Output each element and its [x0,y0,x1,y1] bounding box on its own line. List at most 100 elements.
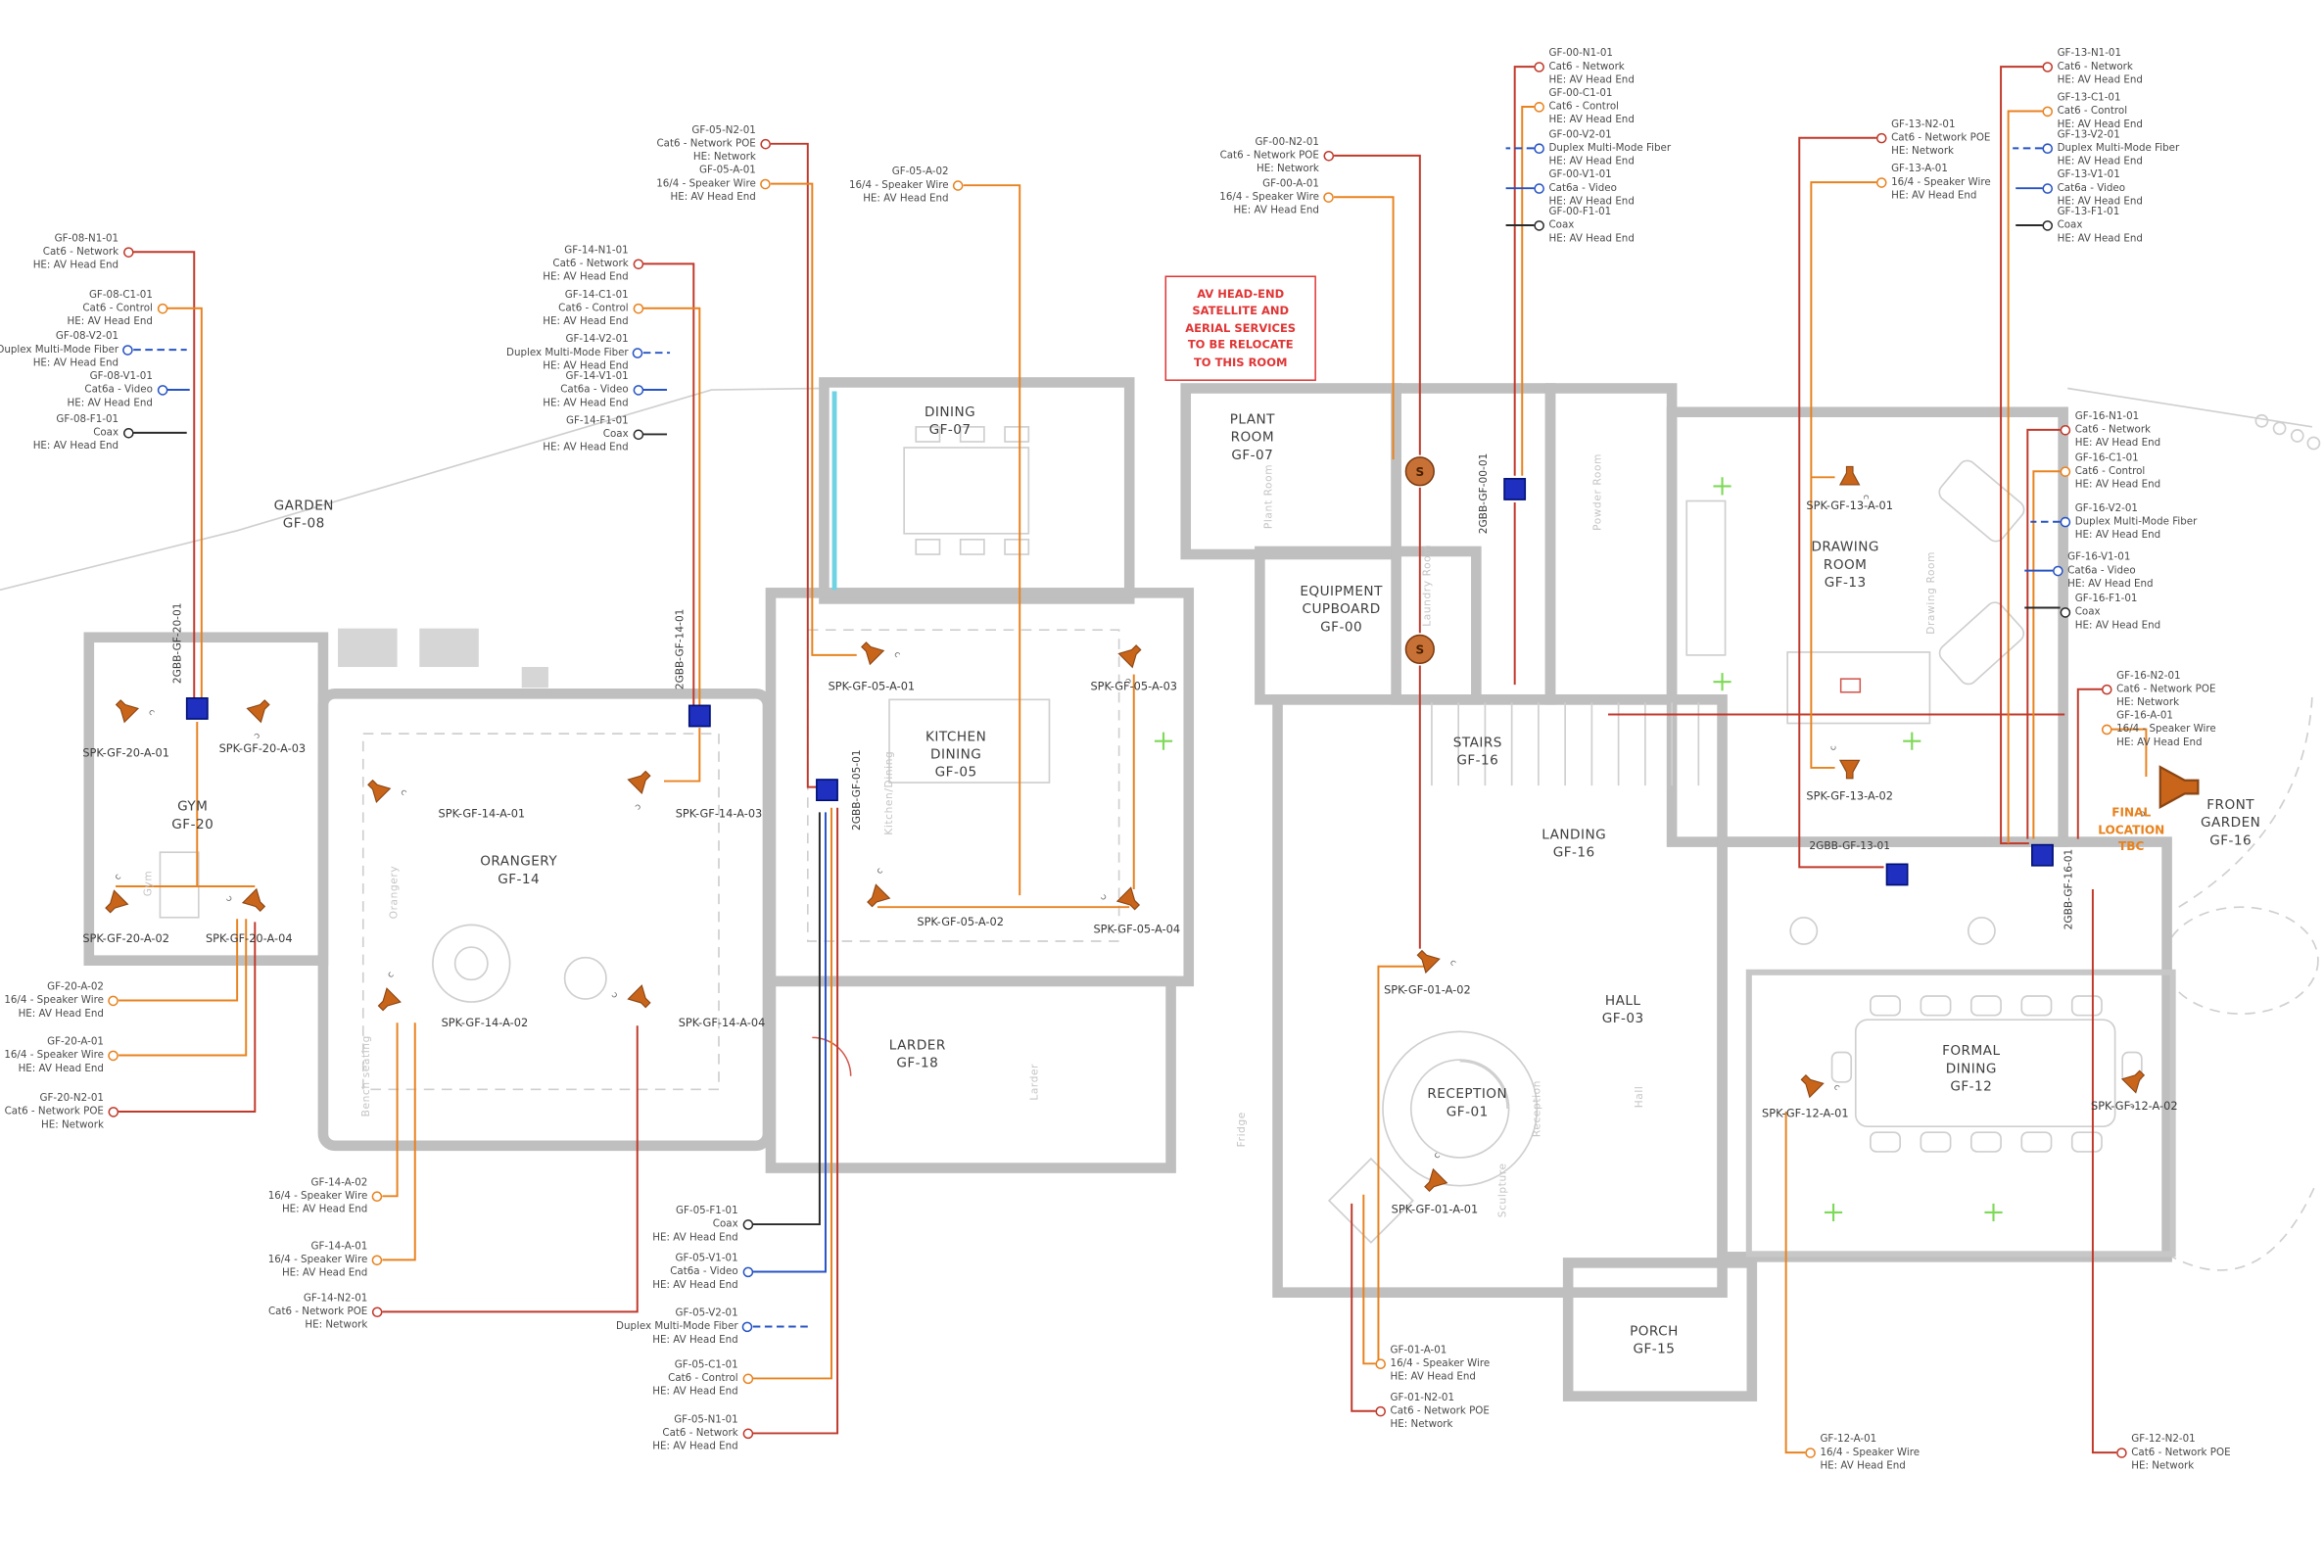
speaker-label: SPK-GF-13-A-01 [1806,499,1894,512]
satellite-node[interactable]: S [1404,456,1435,487]
cable-terminal-dot[interactable] [742,1321,753,1332]
cable-terminal-dot[interactable] [2053,565,2063,576]
speaker-icon[interactable]: c [2140,765,2201,819]
speaker-icon[interactable]: c [224,886,270,917]
cable-callout-line: GF-14-N1-01 [564,244,629,257]
cable-terminal-dot[interactable] [760,178,771,189]
cable-callout-line: GF-12-A-01 [1820,1433,1877,1446]
speaker-icon[interactable]: c [1828,745,1861,780]
speaker-icon[interactable]: c [373,970,403,1016]
cable-terminal-dot[interactable] [633,429,643,440]
speaker-icon[interactable]: c [1419,1151,1449,1197]
speaker-channel-marker: c [113,872,124,883]
cable-terminal-dot[interactable] [1323,191,1335,203]
cable-callout-line: GF-13-N2-01 [1891,118,1956,130]
cable-terminal-dot[interactable] [2060,465,2071,477]
cable-terminal-dot[interactable] [2042,143,2054,154]
cable-terminal-dot[interactable] [953,179,964,191]
cable-terminal-dot[interactable] [2042,61,2054,72]
speaker-icon[interactable]: c [1838,465,1872,499]
cable-terminal-dot[interactable] [108,1106,119,1117]
cable-terminal-dot[interactable] [108,995,119,1006]
cable-terminal-dot[interactable] [760,138,771,150]
cable-terminal-dot[interactable] [633,303,643,314]
cable-terminal-dot[interactable] [122,344,134,356]
cable-terminal-dot[interactable] [1534,182,1544,194]
speaker-label: SPK-GF-14-A-04 [678,1016,766,1030]
cable-terminal-dot[interactable] [1323,150,1335,162]
cable-terminal-dot[interactable] [157,303,168,314]
cable-terminal-dot[interactable] [742,1266,753,1277]
network-panel[interactable] [185,697,209,720]
cable-terminal-dot[interactable] [1534,61,1544,72]
cable-terminal-dot[interactable] [742,1373,753,1384]
cable-terminal-dot[interactable] [742,1218,753,1230]
cable-terminal-dot[interactable] [633,347,643,358]
cable-terminal-dot[interactable] [122,246,134,258]
speaker-icon[interactable]: c [111,694,157,725]
cable-terminal-dot[interactable] [2116,1447,2127,1458]
cable-terminal-dot[interactable] [633,384,643,396]
speaker-channel-marker: c [874,866,885,878]
speaker-icon[interactable]: c [862,866,892,912]
cable-terminal-dot[interactable] [2042,219,2054,231]
cable-callout-line: Coax [1548,218,1575,231]
cable-callout-line: HE: Network [305,1318,368,1331]
cable-terminal-dot[interactable] [2060,424,2071,436]
speaker-icon[interactable]: c [609,982,655,1013]
network-panel[interactable] [2031,843,2054,867]
cable-terminal-dot[interactable] [2060,516,2071,527]
room-label-line: GF-00 [1320,621,1363,637]
cable-terminal-dot[interactable] [1534,101,1544,113]
network-panel[interactable] [816,779,838,801]
cable-terminal-dot[interactable] [1805,1447,1816,1458]
cable-terminal-dot[interactable] [633,259,643,269]
relocation-note-line: AERIAL SERVICES [1185,321,1297,335]
speaker-icon[interactable]: c [1796,1069,1842,1100]
speaker-icon[interactable]: c [856,637,902,667]
network-panel[interactable] [688,704,711,728]
cable-terminal-dot[interactable] [2042,182,2054,194]
speaker-icon[interactable]: c [2119,1066,2150,1112]
cable-terminal-dot[interactable] [1375,1405,1387,1417]
speaker-icon[interactable]: c [1099,884,1145,915]
cable-terminal-dot[interactable] [2101,724,2112,735]
speaker-icon[interactable]: c [1115,640,1146,686]
cable-callout-line: HE: AV Head End [863,191,949,204]
cable-terminal-dot[interactable] [2060,606,2071,618]
cable-terminal-dot[interactable] [1375,1358,1387,1369]
cable-terminal-dot[interactable] [1875,132,1887,144]
cable-callout-line: HE: AV Head End [1891,188,1977,201]
network-panel[interactable] [1503,478,1527,500]
cable-terminal-dot[interactable] [371,1307,383,1317]
satellite-node[interactable]: S [1404,634,1435,664]
cable-callout-line: Cat6 - Network [2057,60,2133,72]
cable-terminal-dot[interactable] [742,1428,753,1439]
cable-terminal-dot[interactable] [371,1255,383,1265]
speaker-icon[interactable]: c [625,766,655,812]
cable-terminal-dot[interactable] [108,1050,119,1061]
cable-terminal-dot[interactable] [122,427,134,439]
speaker-icon[interactable]: c [244,694,274,740]
speaker-icon[interactable]: c [362,775,408,805]
cable-terminal-dot[interactable] [157,384,168,396]
cable-callout-line: GF-13-F1-01 [2057,205,2120,218]
speaker-icon[interactable]: c [101,872,131,918]
cable-terminal-dot[interactable] [2101,684,2112,695]
cable-terminal-dot[interactable] [1875,176,1887,188]
speaker-label: SPK-GF-01-A-02 [1384,983,1471,997]
cable-terminal-dot[interactable] [1534,219,1544,231]
cable-terminal-dot[interactable] [1534,143,1544,154]
cable-terminal-dot[interactable] [2042,106,2054,117]
cable-terminal-dot[interactable] [371,1190,383,1202]
cable-callout-line: HE: AV Head End [1548,72,1635,85]
cable-callout-line: Duplex Multi-Mode Fiber [2057,141,2180,154]
network-panel[interactable] [1885,863,1909,886]
speaker-icon[interactable]: c [1412,945,1458,975]
